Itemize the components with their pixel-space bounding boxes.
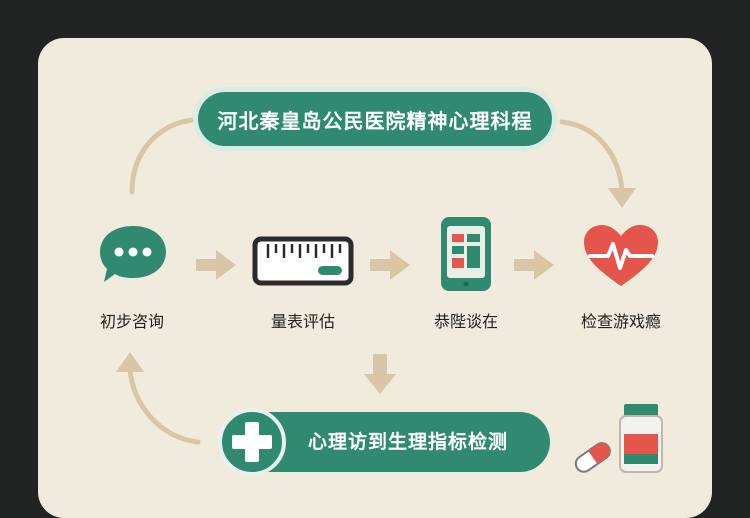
arrow-3: [514, 250, 554, 280]
arrowhead-bottom-left: [116, 352, 144, 372]
tablet-chart-icon: [441, 217, 491, 291]
arrow-2: [370, 250, 410, 280]
ruler-scale-icon: [252, 236, 354, 286]
arc-bottom-left: [127, 365, 201, 445]
chat-bubble-icon: [100, 226, 166, 282]
arrow-1: [196, 250, 236, 280]
step-label-interview: 恭陛谈在: [433, 312, 498, 331]
medical-cross-icon: [218, 408, 286, 476]
flow-arrows: [116, 117, 636, 445]
arc-top-right: [559, 119, 625, 195]
step-label-game-addiction: 检查游戏瘾: [580, 312, 661, 331]
heart-pulse-icon: [584, 225, 658, 286]
arc-top-left: [129, 117, 195, 195]
step-label-scale: 量表评估: [270, 312, 335, 331]
arrow-down: [364, 354, 396, 394]
arrowhead-top-right: [608, 188, 636, 208]
title-banner: 河北秦皇岛公民医院精神心理科程: [198, 92, 552, 146]
medicine-bottle-pills-icon: [574, 404, 663, 473]
bottom-step-label: 心理访到生理指标检测: [308, 431, 509, 453]
bottom-step-pill: 心理访到生理指标检测: [218, 408, 550, 476]
step-label-consult: 初步咨询: [99, 312, 164, 331]
